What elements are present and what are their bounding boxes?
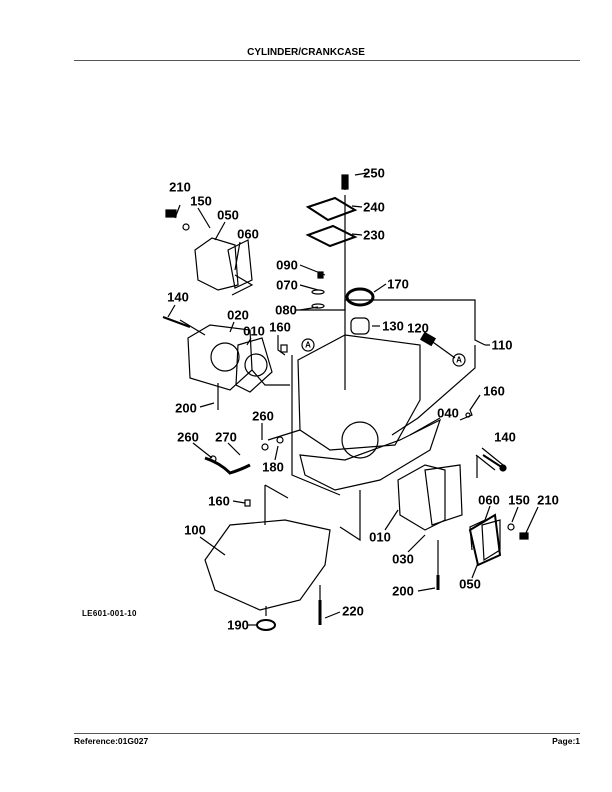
callout-020: 020	[227, 307, 249, 323]
callout-130: 130	[382, 318, 404, 334]
callout-170: 170	[387, 276, 409, 292]
callout-110: 110	[491, 337, 513, 353]
callout-150: 150	[508, 492, 530, 508]
callout-140: 140	[494, 429, 516, 445]
footer-divider	[74, 733, 580, 734]
callout-060: 060	[237, 226, 259, 242]
callout-210: 210	[169, 179, 191, 195]
callout-230: 230	[363, 227, 385, 243]
callout-010: 010	[243, 323, 265, 339]
callout-050: 050	[459, 576, 481, 592]
page-title: CYLINDER/CRANKCASE	[247, 47, 365, 58]
callout-210: 210	[537, 492, 559, 508]
callout-260: 260	[177, 429, 199, 445]
callout-150: 150	[190, 193, 212, 209]
reference-mark-a: A	[305, 340, 311, 350]
page-number: Page:1	[552, 736, 580, 746]
callout-270: 270	[215, 429, 237, 445]
callout-030: 030	[392, 551, 414, 567]
callout-190: 190	[227, 617, 249, 633]
callout-050: 050	[217, 207, 239, 223]
callout-160: 160	[208, 493, 230, 509]
callout-090: 090	[276, 257, 298, 273]
frame-lines	[167, 172, 539, 626]
callout-260: 260	[252, 408, 274, 424]
diagram-code: LE601-001-10	[82, 609, 137, 618]
callout-160: 160	[483, 383, 505, 399]
reference-mark-a: A	[456, 355, 462, 365]
callout-120: 120	[407, 320, 429, 336]
callout-140: 140	[167, 289, 189, 305]
reference-number: Reference:01G027	[74, 736, 149, 746]
callout-070: 070	[276, 277, 298, 293]
callout-040: 040	[437, 405, 459, 421]
callout-250: 250	[363, 165, 385, 181]
callout-100: 100	[184, 522, 206, 538]
callout-240: 240	[363, 199, 385, 215]
callout-200: 200	[175, 400, 197, 416]
part-shapes	[162, 174, 529, 631]
callout-080: 080	[275, 302, 297, 318]
callout-200: 200	[392, 583, 414, 599]
callout-060: 060	[478, 492, 500, 508]
callout-180: 180	[262, 459, 284, 475]
callout-220: 220	[342, 603, 364, 619]
header-divider	[74, 60, 580, 61]
callout-160: 160	[269, 319, 291, 335]
callout-010: 010	[369, 529, 391, 545]
